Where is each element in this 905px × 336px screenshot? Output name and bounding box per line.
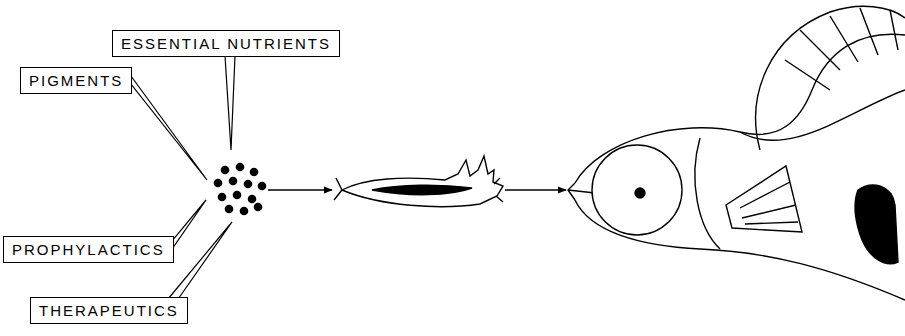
callout-box: PIGMENTS bbox=[20, 67, 132, 94]
particle-dot bbox=[221, 166, 230, 175]
particle-cluster bbox=[214, 163, 267, 216]
particle-dot bbox=[250, 168, 259, 177]
flow-arrow bbox=[268, 189, 332, 191]
callout-box: THERAPEUTICS bbox=[30, 297, 188, 324]
fish-larva-figure bbox=[568, 6, 905, 300]
callout-label: THERAPEUTICS bbox=[39, 302, 179, 319]
particle-dot bbox=[229, 177, 238, 186]
callout-pointer bbox=[131, 77, 207, 181]
particle-dot bbox=[236, 163, 245, 172]
particle-dot bbox=[233, 191, 242, 200]
flow-arrow bbox=[505, 189, 566, 191]
particle-dot bbox=[214, 179, 223, 188]
artemia-figure bbox=[334, 156, 503, 207]
callout-label: PIGMENTS bbox=[29, 72, 123, 89]
particle-dot bbox=[240, 207, 249, 216]
particle-dot bbox=[258, 182, 267, 191]
callout-pointer bbox=[173, 200, 206, 248]
callout-label: PROPHYLACTICS bbox=[12, 241, 165, 258]
callout-label: ESSENTIAL NUTRIENTS bbox=[121, 35, 331, 52]
callout-pointer bbox=[169, 222, 232, 298]
particle-dot bbox=[225, 205, 234, 214]
particle-dot bbox=[244, 180, 253, 189]
particle-dot bbox=[248, 195, 257, 204]
callout-box: PROPHYLACTICS bbox=[3, 236, 174, 263]
callout-box: ESSENTIAL NUTRIENTS bbox=[112, 30, 340, 57]
particle-dot bbox=[254, 203, 263, 212]
callout-pointer bbox=[225, 56, 235, 150]
particle-dot bbox=[218, 193, 227, 202]
